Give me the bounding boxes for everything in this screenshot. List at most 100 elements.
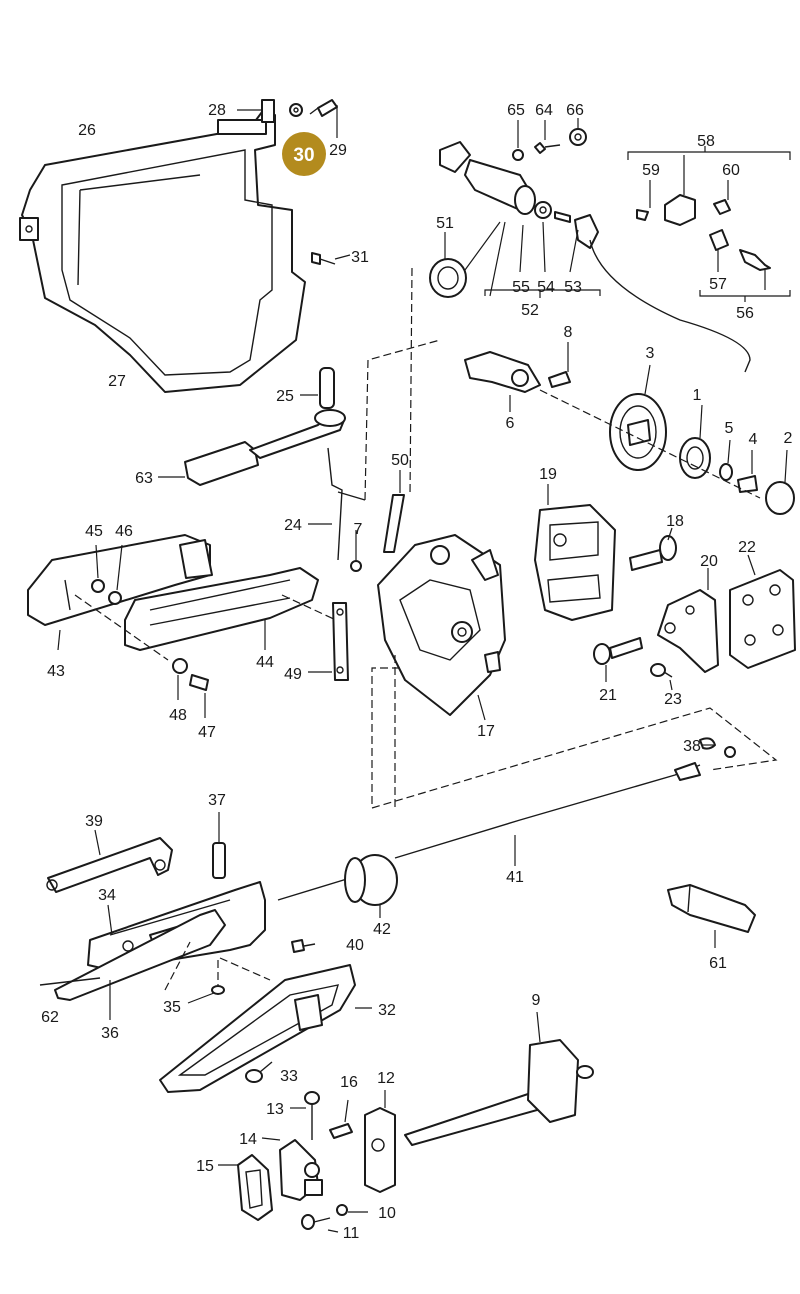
door-trim-panel	[19, 111, 306, 393]
nut-45	[91, 544, 105, 593]
label-24: 24	[284, 517, 302, 534]
handle-bezel-32	[159, 964, 372, 1093]
label-7: 7	[354, 521, 363, 538]
striker-plate-19	[534, 484, 616, 621]
screw-18	[629, 527, 677, 571]
label-63: 63	[135, 470, 153, 487]
plate-20	[657, 568, 719, 673]
washer-10	[336, 1204, 368, 1216]
clip-28	[237, 99, 275, 123]
label-3: 3	[646, 345, 655, 362]
plate-12	[364, 1090, 396, 1193]
label-43: 43	[47, 663, 65, 680]
screw-11	[301, 1214, 339, 1233]
handle-dash	[164, 941, 271, 991]
screw-4	[737, 450, 758, 493]
label-61: 61	[709, 955, 727, 972]
label-2: 2	[784, 430, 793, 447]
highlight-badge-circle	[282, 132, 326, 176]
label-51: 51	[436, 215, 454, 232]
clip-38	[699, 737, 736, 758]
label-13: 13	[266, 1101, 284, 1118]
washer-48	[172, 658, 188, 700]
label-53: 53	[564, 279, 582, 296]
label-14: 14	[239, 1131, 257, 1148]
label-62: 62	[41, 1009, 59, 1026]
label-20: 20	[700, 553, 718, 570]
gear-1	[679, 404, 711, 479]
label-19: 19	[539, 466, 557, 483]
label-8: 8	[564, 324, 573, 341]
label-57: 57	[709, 276, 727, 293]
key-set	[627, 146, 791, 302]
plate-15	[218, 1154, 273, 1221]
label-40: 40	[346, 937, 364, 954]
label-16: 16	[340, 1074, 358, 1091]
lever-6	[464, 351, 541, 412]
label-15: 15	[196, 1158, 214, 1175]
clip-7	[350, 530, 362, 572]
label-35: 35	[163, 999, 181, 1016]
cable-sleeve-42	[344, 854, 398, 918]
label-25: 25	[276, 388, 294, 405]
highlight-badge-30[interactable]: 30	[282, 132, 326, 176]
label-5: 5	[725, 420, 734, 437]
screw-31	[311, 252, 351, 265]
label-41: 41	[506, 869, 524, 886]
label-28: 28	[208, 102, 226, 119]
washer-5	[719, 439, 733, 481]
label-1: 1	[693, 387, 702, 404]
escutcheon-3	[609, 364, 667, 471]
small-parts-64-66	[512, 118, 587, 161]
label-49: 49	[284, 666, 302, 683]
handle-mechanism-44	[124, 567, 319, 651]
label-29: 29	[329, 142, 347, 159]
label-10: 10	[378, 1205, 396, 1222]
label-36: 36	[101, 1025, 119, 1042]
label-38: 38	[683, 738, 701, 755]
label-31: 31	[351, 249, 369, 266]
screw-29	[309, 99, 338, 138]
label-37: 37	[208, 792, 226, 809]
door-check-9	[404, 1011, 594, 1146]
label-52: 52	[521, 302, 539, 319]
label-27: 27	[108, 373, 126, 390]
cable-41	[277, 762, 701, 901]
cap-2	[765, 449, 795, 515]
label-39: 39	[85, 813, 103, 830]
screw-13	[290, 1091, 320, 1140]
clip-46	[108, 544, 123, 605]
rod-path-dash	[364, 267, 441, 501]
label-42: 42	[373, 921, 391, 938]
label-6: 6	[506, 415, 515, 432]
label-59: 59	[642, 162, 660, 179]
label-12: 12	[377, 1070, 395, 1087]
label-46: 46	[115, 523, 133, 540]
label-17: 17	[477, 723, 495, 740]
lock-lever-63	[158, 409, 346, 486]
plate-22	[729, 554, 796, 669]
washer-29	[289, 103, 303, 117]
button-rod-25	[300, 367, 335, 409]
label-50: 50	[391, 452, 409, 469]
screw-21	[593, 637, 643, 682]
screw-47	[189, 674, 209, 718]
label-33: 33	[280, 1068, 298, 1085]
hinge-14	[261, 1137, 323, 1201]
label-44: 44	[256, 654, 274, 671]
label-66: 66	[566, 102, 584, 119]
label-18: 18	[666, 513, 684, 530]
label-32: 32	[378, 1002, 396, 1019]
cable-route-dash	[371, 655, 778, 809]
label-60: 60	[722, 162, 740, 179]
screw-33	[245, 1061, 273, 1083]
label-34: 34	[98, 887, 116, 904]
label-54: 54	[537, 279, 555, 296]
label-45: 45	[85, 523, 103, 540]
cable-end-62	[39, 977, 101, 986]
screw-23	[650, 663, 673, 691]
screw-16	[329, 1099, 353, 1139]
link-dash	[74, 594, 337, 661]
label-23: 23	[664, 691, 682, 708]
washer-35	[187, 985, 225, 1004]
